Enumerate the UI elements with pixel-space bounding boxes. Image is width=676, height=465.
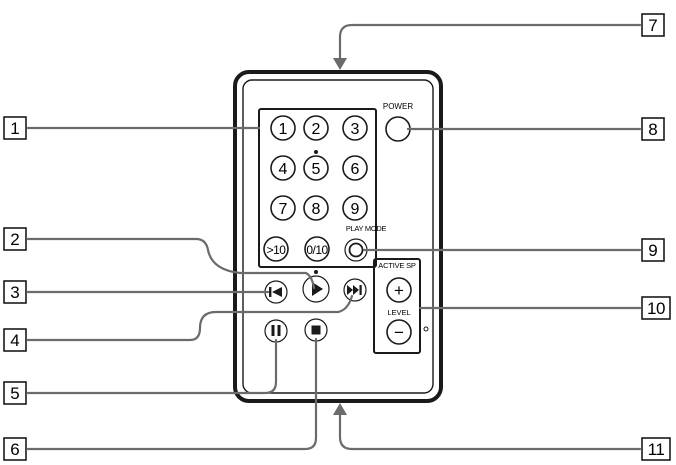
next-button[interactable] <box>343 278 367 302</box>
key-greater-than-10[interactable]: >10 <box>263 236 289 262</box>
plus-sign: + <box>394 281 404 300</box>
leader-6 <box>26 337 318 451</box>
callout-1-number: 1 <box>10 119 19 138</box>
previous-button[interactable] <box>264 280 288 304</box>
key-2-label: 2 <box>312 121 321 138</box>
leader-2 <box>26 237 316 290</box>
key-4-label: 4 <box>279 161 288 178</box>
key-2[interactable]: 2 <box>303 115 329 141</box>
next-track-icon <box>347 285 362 295</box>
key-0-10-label: 0/10 <box>306 243 328 257</box>
play-button[interactable] <box>302 275 330 303</box>
leader-5 <box>26 338 278 395</box>
key-7[interactable]: 7 <box>270 195 296 221</box>
stop-icon <box>311 325 321 335</box>
key-3[interactable]: 3 <box>342 115 368 141</box>
stop-button[interactable] <box>304 318 328 342</box>
arrow-11 <box>333 403 347 415</box>
callout-3-number: 3 <box>10 283 19 302</box>
callout-5: 5 <box>3 381 27 405</box>
power-label: POWER <box>383 102 413 111</box>
key-6[interactable]: 6 <box>342 155 368 181</box>
key-7-label: 7 <box>279 201 288 218</box>
remote-body <box>233 70 443 403</box>
level-plus-button[interactable]: + <box>386 277 412 303</box>
key-5-tactile-dot <box>314 150 318 154</box>
play-mode-label: PLAY MODE <box>346 224 387 233</box>
leader-11 <box>338 411 642 451</box>
leader-7 <box>338 23 642 62</box>
key-8-label: 8 <box>312 201 321 218</box>
callout-11-number: 11 <box>648 440 665 459</box>
leader-lines <box>26 23 642 451</box>
power-button[interactable] <box>385 116 411 142</box>
key-1-label: 1 <box>279 121 288 138</box>
level-minus-button[interactable]: − <box>386 319 412 345</box>
minus-sign: − <box>394 323 404 342</box>
callout-1: 1 <box>3 116 27 140</box>
level-label: LEVEL <box>387 308 410 317</box>
arrow-7 <box>333 58 347 70</box>
callout-10: 10 <box>641 296 671 320</box>
callout-8-number: 8 <box>648 120 657 139</box>
callout-7: 7 <box>641 13 665 37</box>
key-9[interactable]: 9 <box>342 195 368 221</box>
level-indicator-dot <box>423 326 429 332</box>
key-5[interactable]: 5 <box>303 150 329 181</box>
play-tactile-dot <box>314 270 318 274</box>
numeric-keypad: 1 2 3 4 5 6 7 8 <box>258 108 377 268</box>
callout-11: 11 <box>641 437 671 461</box>
key-6-label: 6 <box>351 161 360 178</box>
play-icon <box>312 282 323 296</box>
callout-7-number: 7 <box>648 16 657 35</box>
key-4[interactable]: 4 <box>270 155 296 181</box>
pause-icon <box>271 325 281 336</box>
callout-6-number: 6 <box>10 440 19 459</box>
key-9-label: 9 <box>351 201 360 218</box>
callout-5-number: 5 <box>10 384 19 403</box>
key-3-label: 3 <box>351 121 360 138</box>
callout-9-number: 9 <box>648 241 657 260</box>
callout-2-number: 2 <box>10 230 19 249</box>
key-greater-than-10-label: >10 <box>267 243 287 257</box>
callout-8: 8 <box>641 117 665 141</box>
callout-6: 6 <box>3 437 27 461</box>
callout-9: 9 <box>641 238 665 262</box>
leader-4 <box>26 294 354 342</box>
pause-button[interactable] <box>264 319 288 343</box>
callout-10-number: 10 <box>647 299 665 318</box>
callout-4-number: 4 <box>10 331 19 350</box>
key-0-10[interactable]: 0/10 <box>304 236 330 262</box>
key-5-label: 5 <box>312 161 321 178</box>
previous-track-icon <box>269 287 282 297</box>
active-sp-label: ACTIVE SP <box>378 261 416 270</box>
key-8[interactable]: 8 <box>303 195 329 221</box>
active-sp-panel: ACTIVE SP + LEVEL − <box>373 258 429 354</box>
callout-2: 2 <box>3 227 27 251</box>
callout-3: 3 <box>3 280 27 304</box>
callout-4: 4 <box>3 328 27 352</box>
key-1[interactable]: 1 <box>270 115 296 141</box>
